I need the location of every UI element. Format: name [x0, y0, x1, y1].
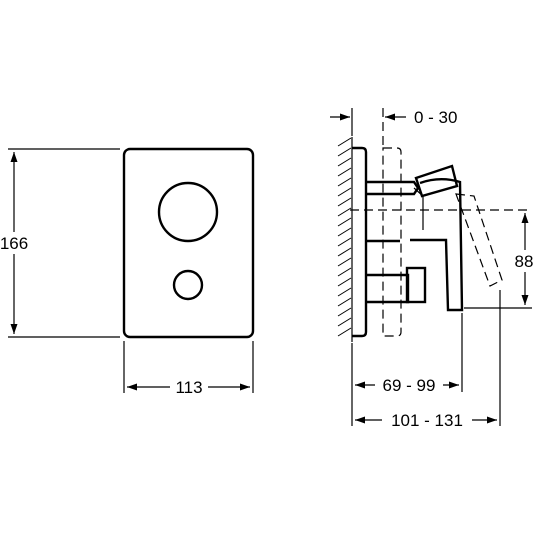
- side-view: 0 - 30 88 69 - 99 101 - 131: [330, 108, 536, 431]
- side-total-depth-label: 101 - 131: [391, 411, 463, 430]
- cover-plate: [122, 147, 255, 339]
- spout-nut: [405, 266, 427, 304]
- mixer-handle-circle: [157, 181, 219, 243]
- height-label-bg: [0, 232, 30, 254]
- front-width-label: 113: [175, 378, 202, 397]
- side-height-label: 88: [515, 252, 534, 271]
- front-height-label: 166: [0, 234, 28, 253]
- front-view: 166 113: [0, 147, 255, 398]
- spout: [366, 239, 410, 304]
- side-depth-label: 69 - 99: [383, 376, 436, 395]
- height-88-label-bg: [512, 250, 536, 272]
- wall-hatching: [337, 137, 352, 337]
- mixer-body-top: [366, 180, 420, 196]
- width-label-bg: [170, 376, 208, 398]
- total-depth-label-bg: [382, 409, 472, 431]
- depth-label-bg: [375, 374, 443, 396]
- adjust-label: 0 - 30: [414, 108, 457, 127]
- handle-body: [410, 178, 464, 312]
- diverter-knob-circle: [172, 269, 204, 301]
- lever-rotated: [455, 193, 503, 287]
- side-plate-extended: [382, 147, 402, 337]
- lever: [414, 164, 459, 198]
- side-plate: [352, 146, 368, 338]
